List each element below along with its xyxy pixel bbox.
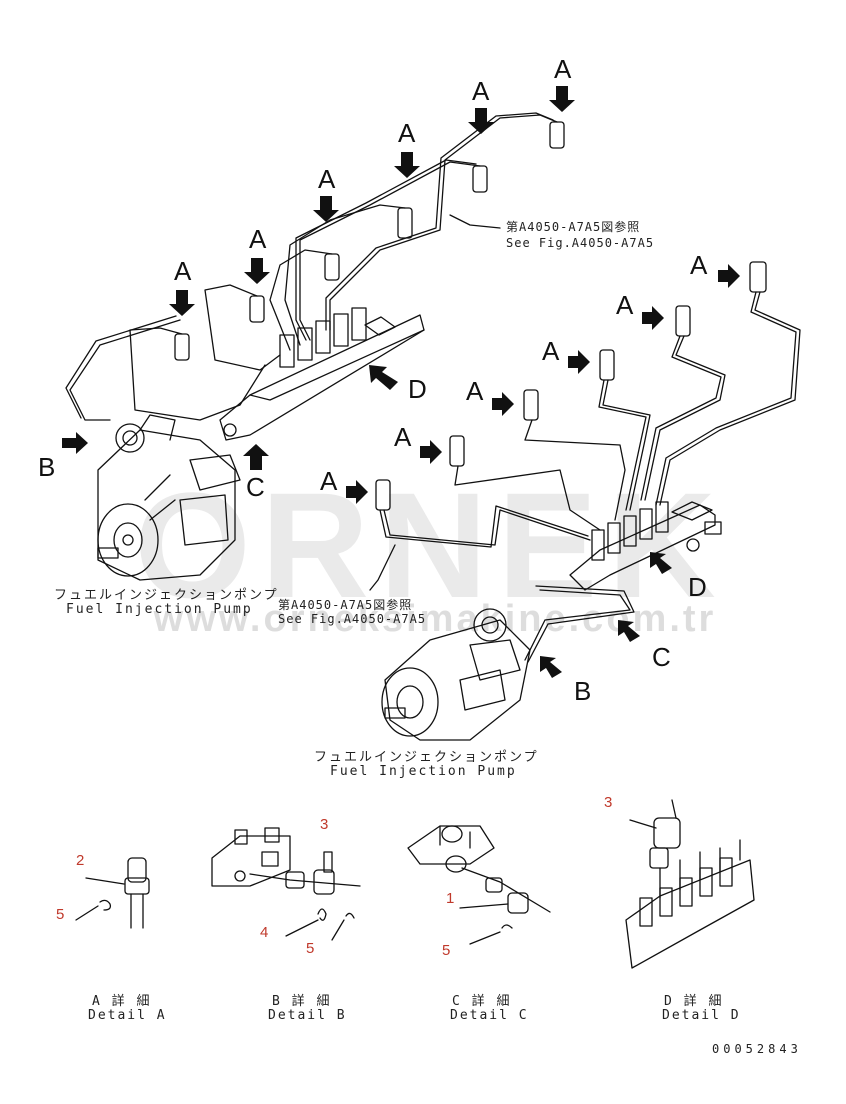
right-a-arrows (346, 264, 740, 678)
right-pump-caption-jp: フュエルインジェクションポンプ (314, 750, 539, 765)
detail-c-drawing (407, 825, 551, 945)
detail-a-caption-jp: A 詳 細 (92, 994, 152, 1009)
right-reference-leader (369, 544, 396, 591)
right-arrow-label-b: B (574, 676, 592, 706)
right-nozzle-fittings (375, 261, 767, 511)
right-arrow-label-a-6: A (320, 466, 338, 496)
detail-a-caption-en: Detail A (88, 1008, 167, 1023)
detail-d-caption-en: Detail D (662, 1008, 741, 1023)
detail-d-callout-3: 3 (604, 794, 613, 811)
left-reference-leader (449, 214, 501, 229)
detail-b-drawing (211, 827, 361, 941)
detail-c-callout-5: 5 (442, 942, 451, 959)
right-injection-pump (381, 608, 531, 741)
left-a-arrows (62, 86, 575, 470)
right-arrow-label-a-4: A (466, 376, 484, 406)
left-arrow-label-a-4: A (318, 164, 336, 194)
detail-a-drawing (75, 857, 150, 929)
right-arrow-label-d: D (688, 572, 707, 602)
detail-c-callout-1: 1 (446, 890, 455, 907)
right-arrow-label-a-1: A (690, 250, 708, 280)
left-reference-jp: 第A4050-A7A5図参照 (506, 220, 641, 234)
detail-c-caption-jp: C 詳 細 (452, 994, 512, 1009)
left-injection-pump (97, 414, 241, 581)
detail-a-callout-2: 2 (76, 852, 85, 869)
right-view-drawing (346, 261, 801, 741)
detail-d-caption-jp: D 詳 細 (664, 994, 724, 1009)
right-arrow-label-a-2: A (616, 290, 634, 320)
left-pump-caption-jp: フュエルインジェクションポンプ (54, 588, 279, 603)
left-arrow-label-b: B (38, 452, 56, 482)
detail-b-caption-jp: B 詳 細 (272, 994, 332, 1009)
left-arrow-label-a-3: A (398, 118, 416, 148)
right-arrow-label-a-5: A (394, 422, 412, 452)
right-injection-pipes (379, 291, 801, 663)
detail-a-callout-5: 5 (56, 906, 65, 923)
right-arrow-label-c: C (652, 642, 671, 672)
left-reference-en: See Fig.A4050-A7A5 (506, 236, 655, 250)
left-arrow-label-a-1: A (554, 54, 572, 84)
detail-d-drawing (625, 799, 755, 969)
detail-b-caption-en: Detail B (268, 1008, 347, 1023)
right-common-rail (569, 501, 722, 591)
right-reference-jp: 第A4050-A7A5図参照 (278, 598, 413, 612)
right-reference-en: See Fig.A4050-A7A5 (278, 612, 427, 626)
detail-b-callout-5: 5 (306, 940, 315, 957)
right-arrow-label-a-3: A (542, 336, 560, 366)
right-pump-caption-en: Fuel Injection Pump (330, 764, 517, 779)
left-arrow-label-c: C (246, 472, 265, 502)
detail-b-callout-3: 3 (320, 816, 329, 833)
left-common-rail (219, 307, 425, 441)
left-arrow-label-a-5: A (249, 224, 267, 254)
detail-c-caption-en: Detail C (450, 1008, 529, 1023)
left-arrow-label-d: D (408, 374, 427, 404)
left-injection-pipes (65, 112, 558, 421)
document-number: 00052843 (712, 1042, 802, 1056)
detail-b-callout-4: 4 (260, 924, 269, 941)
left-arrow-label-a-2: A (472, 76, 490, 106)
left-arrow-label-a-6: A (174, 256, 192, 286)
left-view-drawing (62, 86, 575, 581)
left-pump-caption-en: Fuel Injection Pump (66, 602, 253, 617)
